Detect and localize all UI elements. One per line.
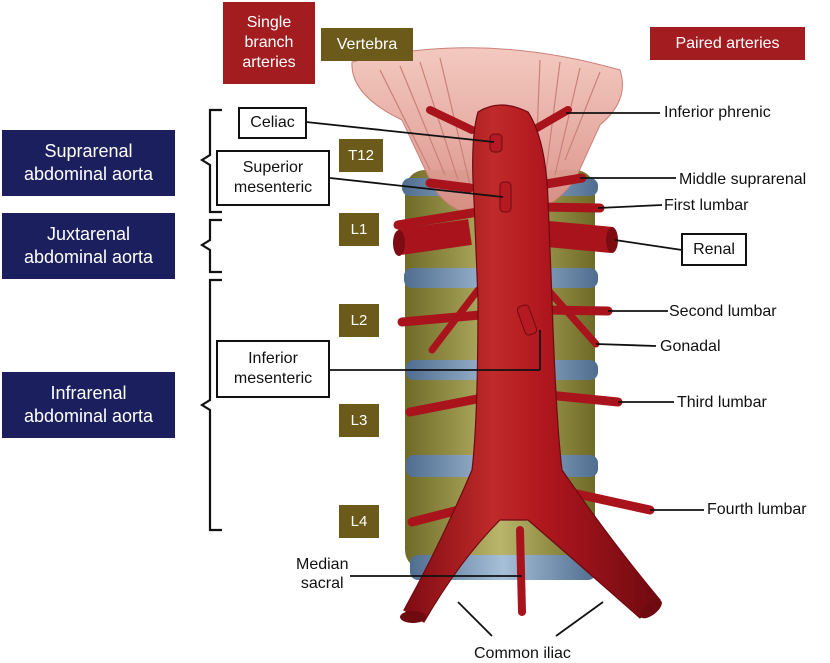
third-lumbar-artery-left <box>405 393 487 417</box>
renal-artery-right-end <box>606 227 618 253</box>
superior-mesenteric-label: Superior mesenteric <box>216 150 330 206</box>
fourth-lumbar-label: Fourth lumbar <box>707 501 807 518</box>
renal-label: Renal <box>681 233 747 266</box>
renal-leader <box>614 239 683 251</box>
second-lumbar-artery-left <box>397 310 485 327</box>
inferior-phrenic-artery-left <box>426 106 476 134</box>
renal-artery-left-end <box>393 230 405 256</box>
third-lumbar-label: Third lumbar <box>677 394 767 411</box>
gonadal-label: Gonadal <box>660 338 721 355</box>
region-infrarenal: Infrarenal abdominal aorta <box>2 372 175 438</box>
vertebra-header: Vertebra <box>321 28 413 61</box>
celiac-label: Celiac <box>238 107 307 139</box>
inferior-mesenteric-label: Inferior mesenteric <box>216 340 330 398</box>
celiac-stub <box>489 133 503 153</box>
gonadal-leader <box>595 343 657 347</box>
vertebra-l1: L1 <box>339 213 379 246</box>
gonadal-artery-right <box>544 286 600 348</box>
abdominal-aorta <box>403 104 661 623</box>
inferior-phrenic-label: Inferior phrenic <box>664 104 771 121</box>
juxtarenal-bracket <box>199 218 222 274</box>
renal-artery-left <box>398 219 472 255</box>
single-branch-arteries-header: Single branch arteries <box>223 2 315 84</box>
vertebra-l4: L4 <box>339 505 379 538</box>
region-brackets <box>199 108 222 532</box>
third-lumbar-artery-right <box>543 390 623 407</box>
leader-lines <box>305 112 704 637</box>
renal-artery-right <box>546 221 614 253</box>
infrarenal-bracket <box>199 278 222 532</box>
second-lumbar-artery-right <box>540 305 613 316</box>
region-juxtarenal: Juxtarenal abdominal aorta <box>2 213 175 279</box>
common-iliac-leader-right <box>555 601 604 637</box>
inferior-mesenteric-stub <box>516 304 538 336</box>
first-lumbar-label: First lumbar <box>664 197 749 214</box>
region-suprarenal: Suprarenal abdominal aorta <box>2 130 175 196</box>
middle-suprarenal-artery-left <box>425 178 475 193</box>
second-lumbar-label: Second lumbar <box>669 303 777 320</box>
first-lumbar-leader <box>597 204 663 209</box>
common-iliac-left-end <box>400 611 426 623</box>
median-sacral-artery <box>516 526 526 616</box>
first-lumbar-artery-right <box>535 202 605 213</box>
first-lumbar-artery-left <box>393 207 483 230</box>
vertebra-t12: T12 <box>339 139 383 172</box>
suprarenal-bracket <box>199 108 222 214</box>
superior-mesenteric-leader <box>329 177 504 198</box>
vertebra-l2: L2 <box>339 304 379 337</box>
median-sacral-label: Median sacral <box>296 556 349 593</box>
common-iliac-label: Common iliac <box>474 645 571 662</box>
common-iliac-leader-left <box>457 601 493 637</box>
gonadal-artery-left <box>428 286 482 354</box>
middle-suprarenal-label: Middle suprarenal <box>679 171 807 188</box>
paired-arteries-header: Paired arteries <box>650 27 805 60</box>
celiac-leader <box>305 121 495 143</box>
common-iliac-right-end <box>640 599 662 619</box>
vertebra-l3: L3 <box>339 404 379 437</box>
fourth-lumbar-artery-right <box>563 487 655 515</box>
